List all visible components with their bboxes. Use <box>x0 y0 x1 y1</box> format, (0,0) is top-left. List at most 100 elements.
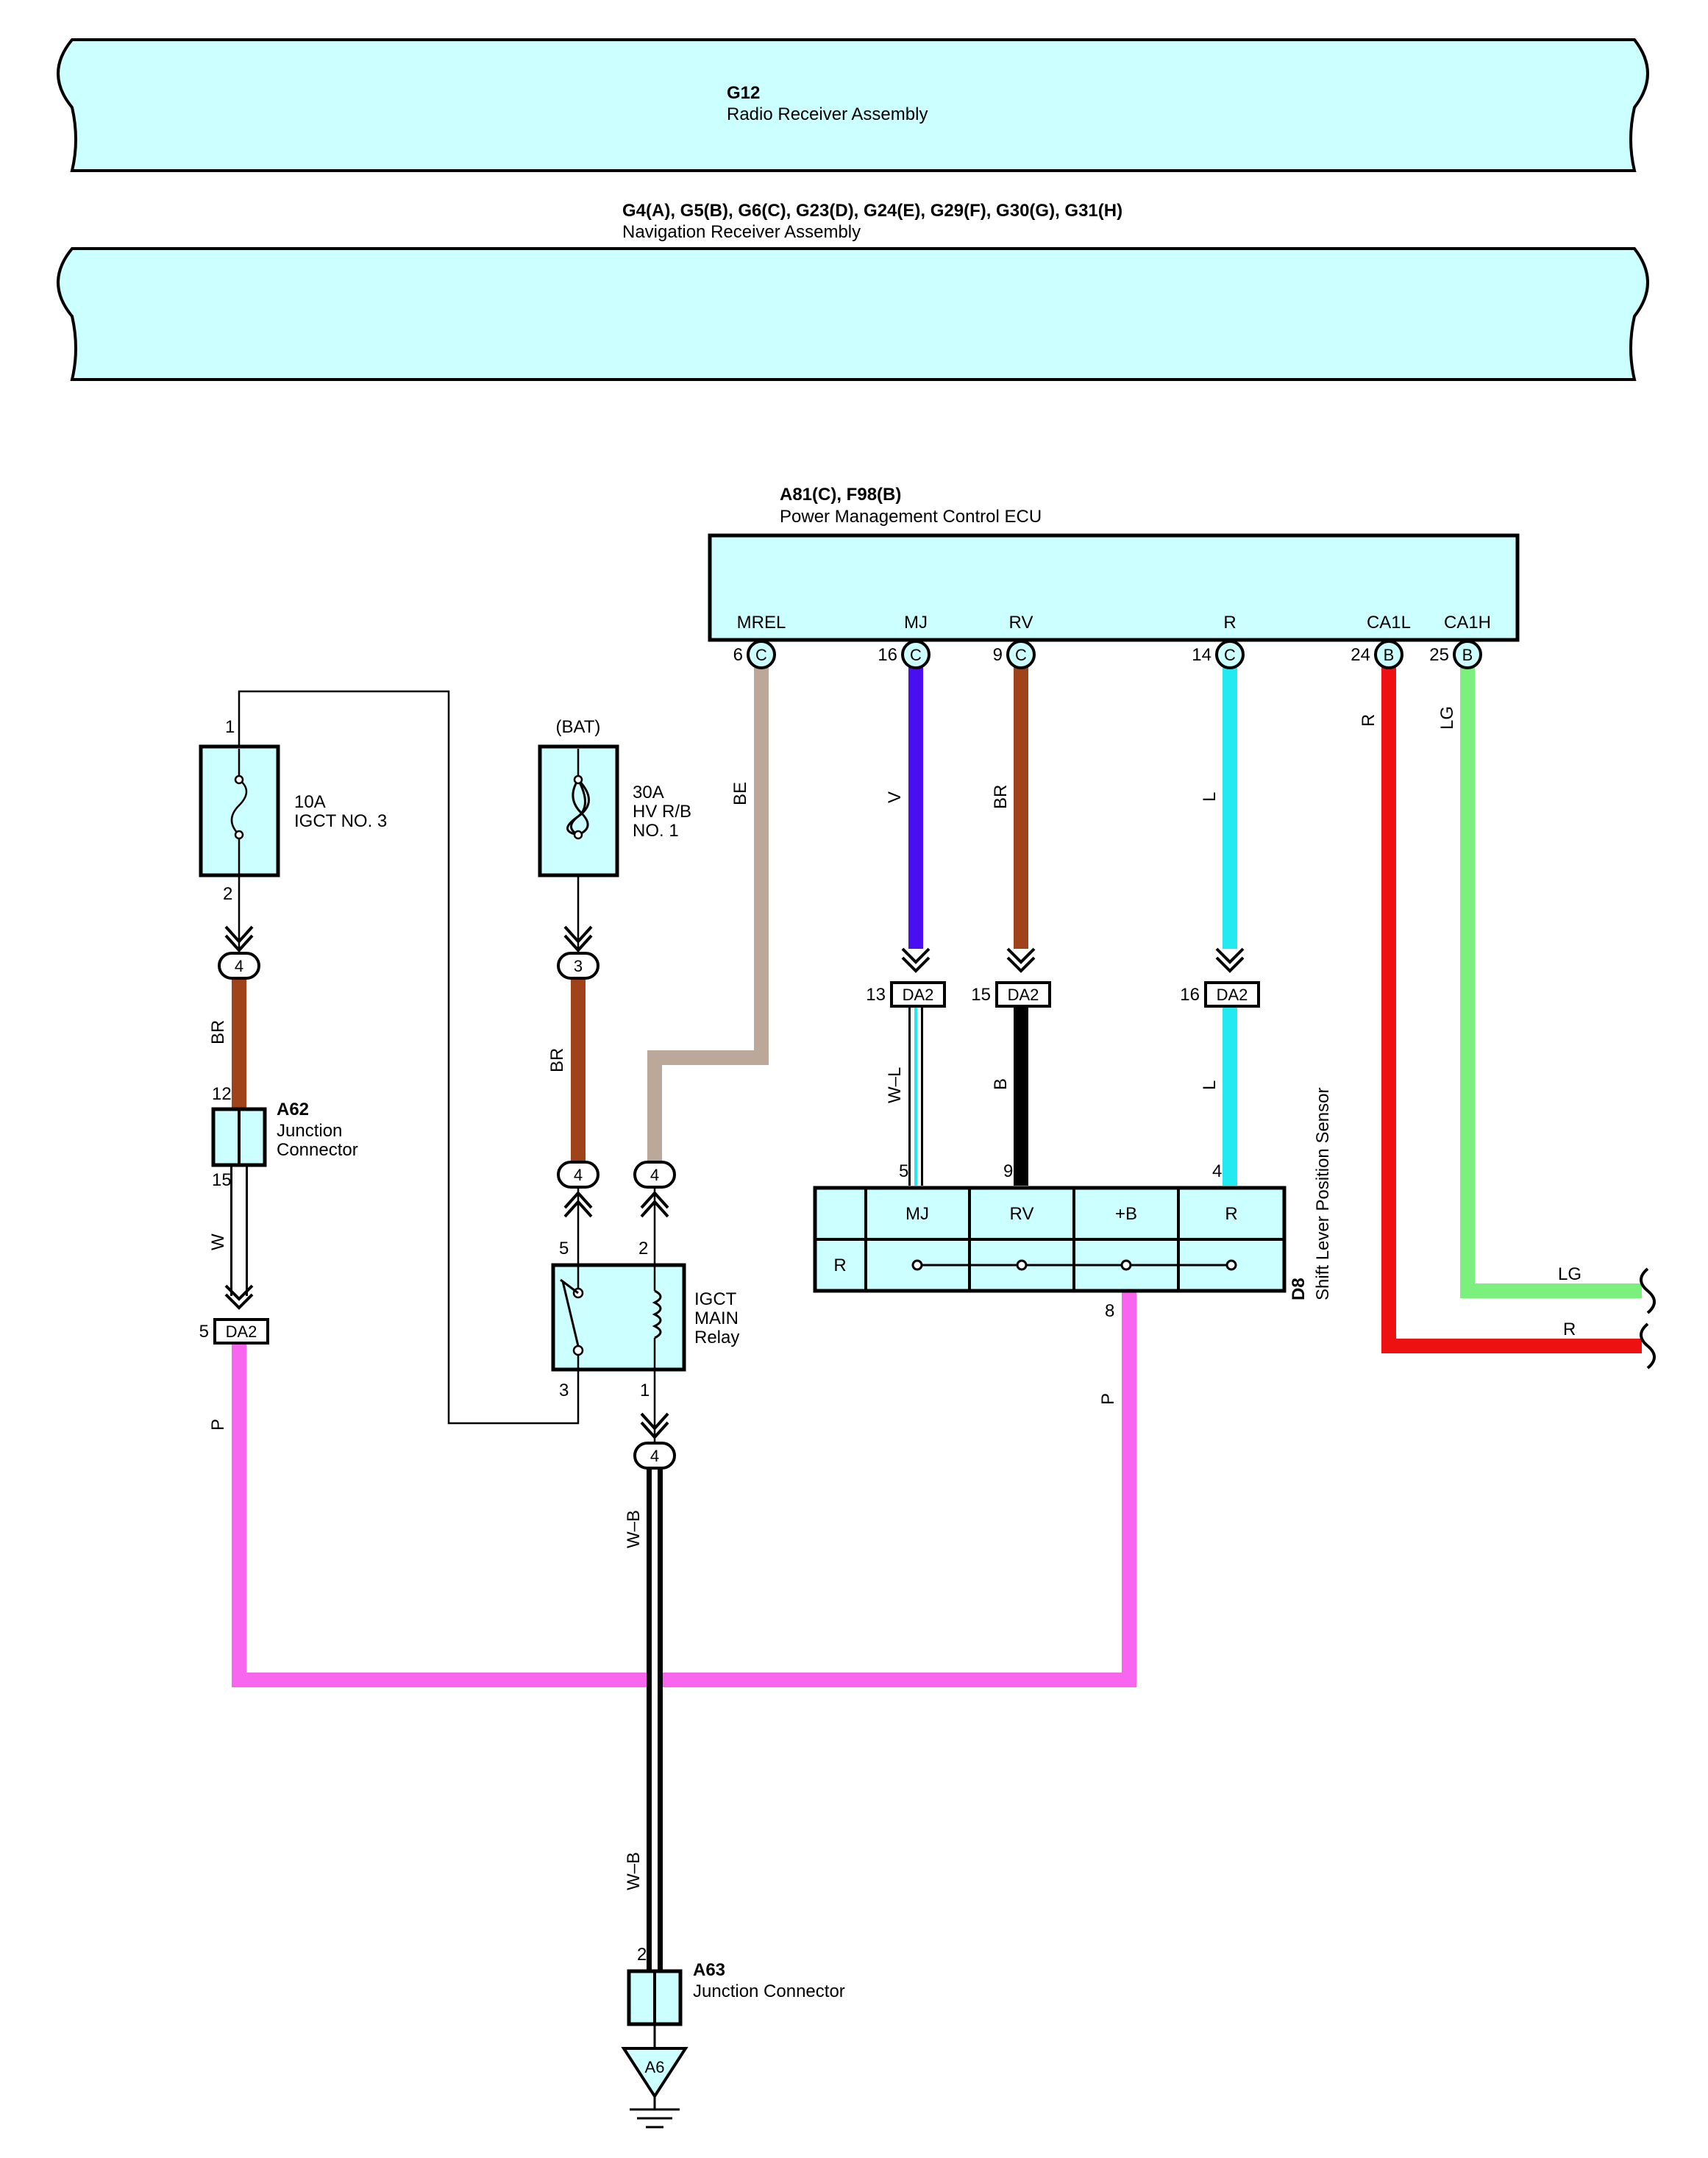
connector-relay5-in[interactable]: 4 <box>557 1161 599 1218</box>
fuse-igct-rating: 10A <box>294 792 326 812</box>
navigation-receiver-name: Navigation Receiver Assembly <box>622 222 861 242</box>
a63-pin: 2 <box>637 1945 647 1965</box>
ecu-pin-circle-mrel <box>747 640 776 669</box>
ecu-name: Power Management Control ECU <box>780 507 1042 527</box>
connector-relay1-pin: 4 <box>650 1447 659 1465</box>
connector-da2-mj-pin: 13 <box>866 985 886 1005</box>
wire-labels: BE V BR L R LG W–L B L BR BR W P P W–B W… <box>208 706 1581 1890</box>
connector-relay1-out[interactable]: 4 <box>633 1412 676 1470</box>
connector-da2-rv[interactable]: DA2 15 <box>971 947 1051 1008</box>
ecu-terminal-ca1h: CA1H <box>1444 613 1491 633</box>
connector-relay2-pin: 4 <box>650 1166 659 1184</box>
relay-pin3: 3 <box>559 1381 569 1400</box>
fuse-hv-rating: 30A <box>633 783 664 802</box>
connector-fuse-out[interactable]: 4 <box>218 925 260 980</box>
label-wire-d8-p: P <box>1098 1393 1118 1405</box>
power-management-ecu[interactable] <box>708 533 1520 642</box>
shift-lever-position-sensor[interactable]: 5 9 4 MJ RV +B R R 8 D8 Shift Lever Posi… <box>813 1088 1333 1322</box>
d8-pin-r: 4 <box>1212 1161 1222 1181</box>
a62-name1: Junction <box>277 1121 342 1141</box>
d8-name: Shift Lever Position Sensor <box>1313 1088 1333 1301</box>
relay-pin2: 2 <box>638 1239 648 1258</box>
ecu-pin-rv: 9 <box>993 645 1003 665</box>
junction-connector-a62[interactable]: 12 A62 Junction Connector 15 <box>211 1084 358 1190</box>
ecu-terminal-ca1l: CA1L <box>1367 613 1411 633</box>
a63-code: A63 <box>693 1960 725 1980</box>
relay-pin1: 1 <box>640 1381 650 1400</box>
connector-hv-out[interactable]: 3 <box>557 925 599 980</box>
d8-pin-bottom: 8 <box>1105 1301 1114 1321</box>
connector-da2-rv-pin: 15 <box>971 985 991 1005</box>
label-wire-ca1h: LG <box>1437 706 1457 730</box>
connector-hv-out-pin: 3 <box>574 957 583 975</box>
a62-pin-top: 12 <box>212 1084 232 1104</box>
radio-receiver-code: G12 <box>727 83 760 103</box>
label-wire-out-lg: LG <box>1558 1264 1581 1284</box>
d8-col-mj: MJ <box>905 1204 929 1224</box>
d8-pin-mj: 5 <box>899 1161 908 1181</box>
label-wire-rv: BR <box>991 785 1011 809</box>
ground-a6: A6 <box>621 2024 688 2129</box>
junction-connector-a63[interactable]: 2 A63 Junction Connector <box>627 1945 845 2026</box>
relay-pin5: 5 <box>559 1239 569 1258</box>
ecu-conn-rv: C <box>1015 646 1027 664</box>
connector-da2-r[interactable]: DA2 16 <box>1180 947 1260 1008</box>
ecu-pin-circle-mj <box>901 640 930 669</box>
d8-col-r: R <box>1225 1204 1237 1224</box>
ecu-pin-circle-r <box>1215 640 1245 669</box>
wire-break-lg <box>1640 1267 1656 1314</box>
connector-da2-left-code: DA2 <box>226 1322 257 1341</box>
a62-name2: Connector <box>277 1140 358 1160</box>
connector-da2-rv-code: DA2 <box>1008 986 1039 1004</box>
label-wire-r: L <box>1200 792 1220 802</box>
fuse-hv-rb-no1[interactable]: (BAT) 30A HV R/B NO. 1 <box>538 717 691 877</box>
label-wire-mj-low: W–L <box>885 1067 905 1103</box>
label-wire-left-p: P <box>208 1419 228 1431</box>
ecu-pin-ca1l: 24 <box>1351 645 1370 665</box>
ecu-terminal-mj: MJ <box>904 613 928 633</box>
ecu-conn-ca1l: B <box>1384 646 1395 664</box>
ecu-pin-circle-ca1h <box>1453 640 1482 669</box>
ecu-pin-r: 14 <box>1192 645 1211 665</box>
ecu-terminal-rv: RV <box>1009 613 1033 633</box>
ecu-conn-r: C <box>1224 646 1236 664</box>
relay-name1: IGCT <box>694 1289 737 1309</box>
a63-name: Junction Connector <box>693 1981 845 2001</box>
navigation-receiver-assembly[interactable] <box>57 247 1649 381</box>
fuse-igct-no3[interactable]: 1 10A IGCT NO. 3 2 <box>199 717 387 904</box>
d8-code: D8 <box>1289 1278 1309 1300</box>
connector-da2-r-pin: 16 <box>1180 985 1200 1005</box>
a62-code: A62 <box>277 1100 309 1119</box>
connector-relay2-in[interactable]: 4 <box>633 1161 676 1218</box>
label-wire-ground-lower: W–B <box>624 1852 644 1890</box>
label-wire-a62-w: W <box>208 1233 228 1250</box>
fuse-hv-name1: HV R/B <box>633 802 691 822</box>
a62-pin-bottom: 15 <box>212 1170 232 1190</box>
ecu-pin-ca1h: 25 <box>1429 645 1449 665</box>
wires <box>230 666 1642 1971</box>
ground-code: A6 <box>645 2058 665 2076</box>
wire-r-ca1l <box>1381 666 1642 1353</box>
fuse-igct-pin-top: 1 <box>225 717 235 737</box>
radio-receiver-name: Radio Receiver Assembly <box>727 104 928 124</box>
wire-fuse-feed <box>238 690 580 1425</box>
connector-da2-left[interactable]: DA2 5 <box>199 1284 269 1345</box>
fuse-igct-name: IGCT NO. 3 <box>294 811 387 831</box>
label-wire-mrel: BE <box>730 782 750 805</box>
wire-be-mrel <box>647 666 769 1162</box>
label-wire-fuse-br: BR <box>208 1020 228 1044</box>
d8-pin-rv: 9 <box>1003 1161 1013 1181</box>
ecu-conn-mj: C <box>910 646 922 664</box>
radio-receiver-assembly[interactable]: G12 Radio Receiver Assembly <box>57 38 1649 172</box>
ecu-pin-circle-ca1l <box>1374 640 1403 669</box>
ecu-terminals: MREL MJ RV R CA1L CA1H C C C C B B 6 16 … <box>733 613 1491 669</box>
navigation-receiver-code: G4(A), G5(B), G6(C), G23(D), G24(E), G29… <box>622 201 1122 221</box>
fuse-hv-name2: NO. 1 <box>633 821 679 841</box>
ecu-pin-circle-rv <box>1006 640 1036 669</box>
connector-da2-mj[interactable]: DA2 13 <box>866 947 946 1008</box>
ecu-pin-mrel: 6 <box>733 645 743 665</box>
igct-main-relay[interactable]: 5 2 IGCT MAIN Relay 3 1 <box>551 1239 739 1400</box>
ecu-code: A81(C), F98(B) <box>780 485 901 505</box>
relay-name3: Relay <box>694 1328 739 1347</box>
